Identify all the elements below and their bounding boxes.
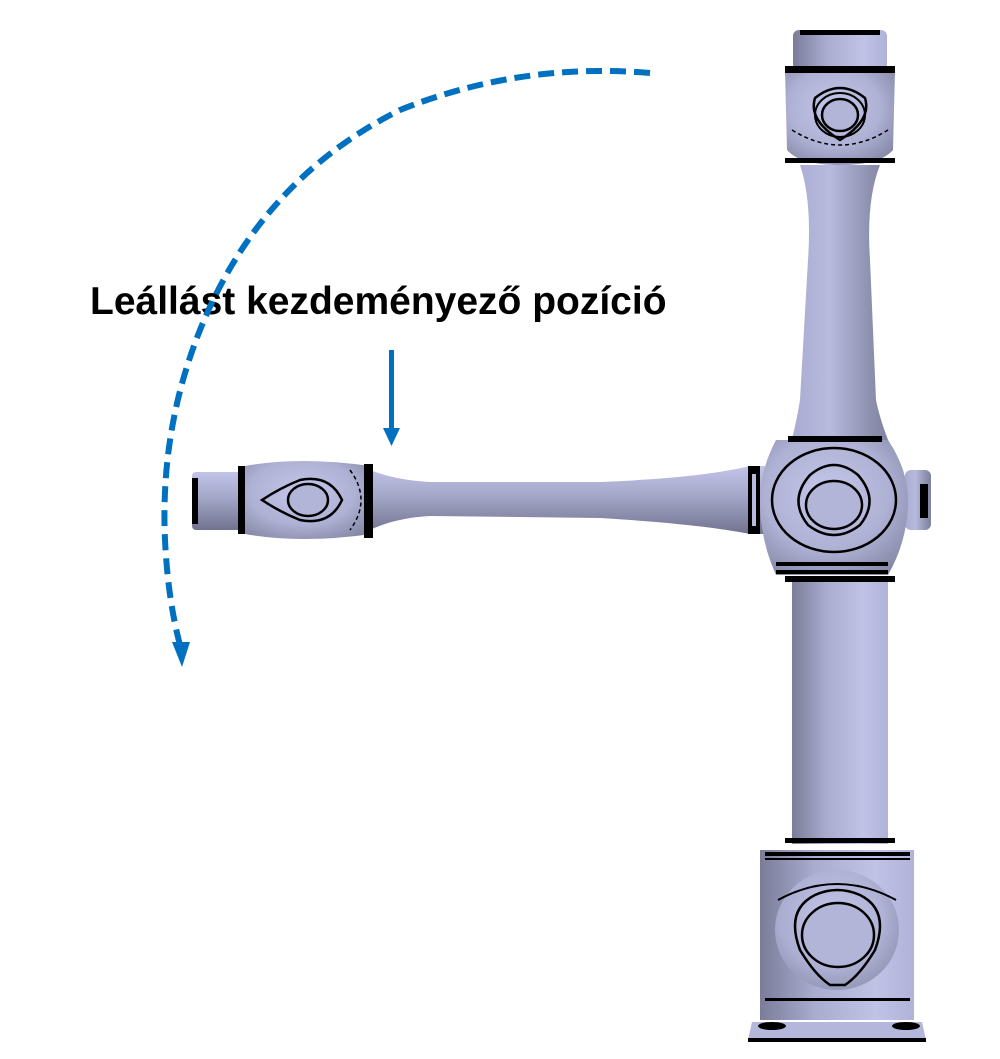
- upper-column: [790, 165, 890, 445]
- elbow-joint: [748, 436, 931, 575]
- end-wrist-joint: [192, 461, 373, 539]
- rotation-arc-arrow-icon: [161, 67, 651, 667]
- top-wrist-joint: [785, 30, 895, 165]
- stop-initiation-position-label: Leállást kezdeményező pozíció: [90, 280, 667, 323]
- pointer-down-arrow-icon: [383, 350, 400, 446]
- lower-column: [785, 576, 895, 844]
- base-joint: [748, 850, 926, 1042]
- horizontal-forearm: [370, 466, 750, 534]
